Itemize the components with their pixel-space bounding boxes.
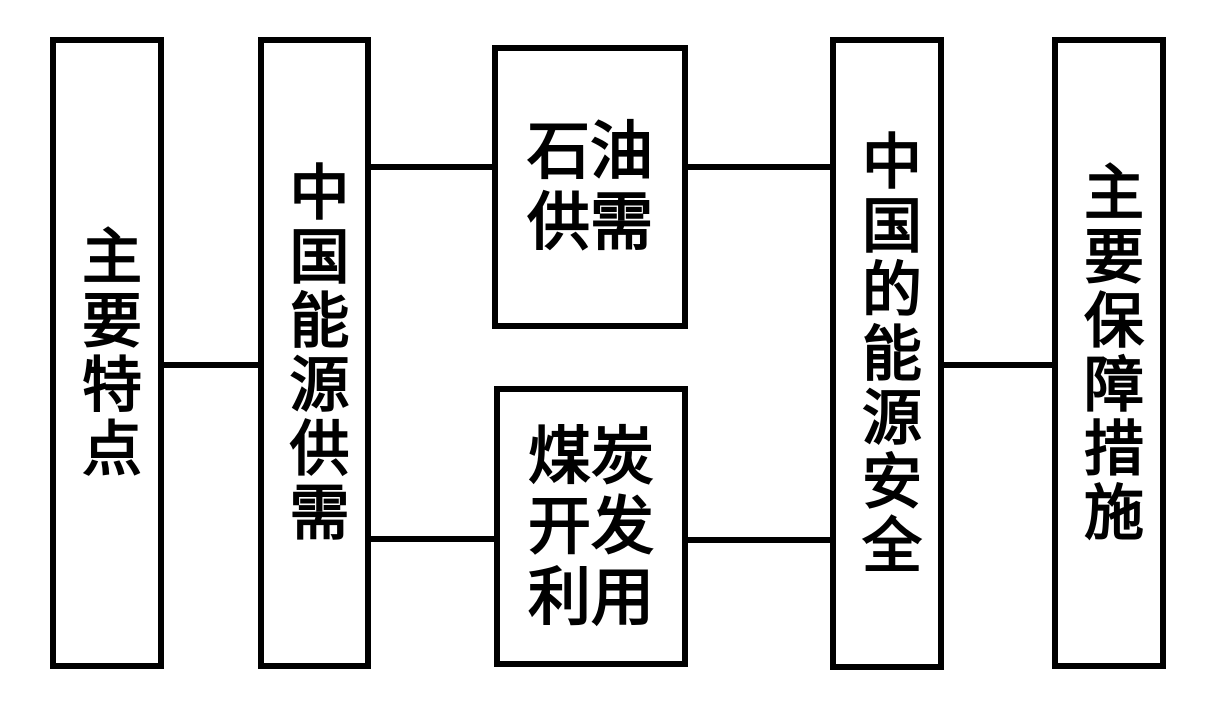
box-china-energy-security: 中国的能源安全 <box>830 37 944 670</box>
box-coal-label-line2: 开发 <box>528 489 654 564</box>
connector-security-to-safeguards <box>943 362 1053 368</box>
box-coal-development-utilization: 煤炭 开发 利用 <box>494 386 688 667</box>
connector-supply-to-coal <box>370 536 495 542</box>
connector-features-to-supply <box>163 362 259 368</box>
box-main-safeguard-measures-label: 主要保障措施 <box>1073 161 1144 545</box>
box-energy-supply-demand-label: 中国能源供需 <box>279 161 349 545</box>
connector-coal-to-security <box>687 537 831 543</box>
box-oil-label-line1: 石油 <box>527 114 653 189</box>
box-main-features-label: 主要特点 <box>71 225 142 481</box>
box-coal-label-line1: 煤炭 <box>528 418 654 493</box>
box-energy-supply-demand: 中国能源供需 <box>258 37 371 669</box>
box-oil-label-line2: 供需 <box>527 185 653 259</box>
connector-oil-to-security <box>687 164 831 170</box>
connector-supply-to-oil <box>370 164 493 170</box>
box-oil-supply-demand: 石油 供需 <box>492 45 688 329</box>
box-china-energy-security-label: 中国的能源安全 <box>851 129 922 578</box>
box-main-safeguard-measures: 主要保障措施 <box>1052 37 1166 669</box>
box-coal-label-line3: 利用 <box>528 559 654 634</box>
box-main-features: 主要特点 <box>50 37 164 669</box>
